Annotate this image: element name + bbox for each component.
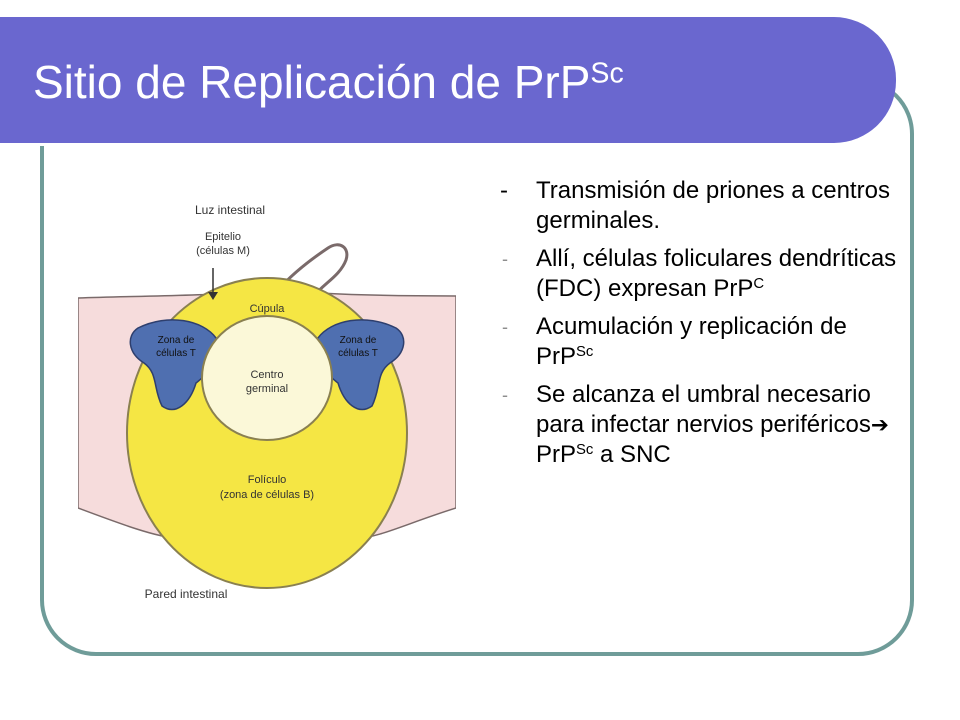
label-follicle-1: Folículo bbox=[248, 474, 287, 486]
epithelium-fold bbox=[276, 243, 349, 297]
bullet-text: Transmisión de priones a centros germina… bbox=[536, 177, 890, 234]
t-zone-left-shape bbox=[129, 319, 219, 411]
title-underline bbox=[0, 143, 850, 146]
label-germinal-2: germinal bbox=[246, 383, 288, 395]
bullet-superscript: C bbox=[753, 275, 765, 292]
label-wall: Pared intestinal bbox=[145, 587, 228, 601]
slide-title-text: Sitio de Replicación de PrP bbox=[33, 56, 591, 108]
label-follicle-2: (zona de células B) bbox=[220, 489, 314, 501]
bullet-tail-text-2: a SNC bbox=[593, 441, 671, 468]
title-bar: Sitio de Replicación de PrPSc bbox=[0, 17, 896, 146]
bullet-text: Allí, células foliculares dendríticas (F… bbox=[536, 245, 897, 302]
bullet-item: - Acumulación y replicación de PrPSc bbox=[500, 312, 900, 372]
bullet-marker: - bbox=[502, 317, 508, 337]
label-germinal-1: Centro bbox=[250, 369, 283, 381]
bullet-superscript: Sc bbox=[576, 343, 594, 360]
label-epithelium-1: Epitelio bbox=[205, 231, 241, 243]
bullet-marker: - bbox=[502, 249, 508, 269]
label-lumen: Luz intestinal bbox=[195, 203, 265, 217]
label-t-zone-left-1: Zona de bbox=[158, 335, 195, 346]
t-zone-right-shape bbox=[315, 319, 405, 411]
label-t-zone-right-1: Zona de bbox=[340, 335, 377, 346]
bullet-superscript: Sc bbox=[576, 441, 594, 458]
label-epithelium-2: (células M) bbox=[196, 245, 250, 257]
bullet-item: - Allí, células foliculares dendríticas … bbox=[500, 244, 900, 304]
arrow-right-icon: ➔ bbox=[870, 412, 889, 437]
bullet-tail-text: PrP bbox=[536, 441, 577, 468]
germinal-center-shape bbox=[201, 315, 333, 441]
bullet-item: - Transmisión de priones a centros germi… bbox=[500, 176, 900, 236]
bullet-marker: - bbox=[500, 177, 508, 204]
peyer-patch-diagram: Luz intestinal Epitelio (células M) Cúpu… bbox=[78, 178, 456, 630]
label-t-zone-left-2: células T bbox=[156, 348, 196, 359]
bullet-text: Acumulación y replicación de PrP bbox=[536, 313, 847, 370]
epithelium-pointer-head bbox=[208, 292, 218, 300]
slide-title-superscript: Sc bbox=[590, 57, 624, 90]
label-dome: Cúpula bbox=[250, 303, 286, 315]
diagram-svg: Luz intestinal Epitelio (células M) Cúpu… bbox=[78, 178, 456, 630]
slide-title: Sitio de Replicación de PrPSc bbox=[33, 55, 624, 109]
bullet-marker: - bbox=[502, 385, 508, 405]
bullet-list: - Transmisión de priones a centros germi… bbox=[500, 176, 900, 478]
bullet-text: Se alcanza el umbral necesario para infe… bbox=[536, 381, 871, 438]
bullet-item: - Se alcanza el umbral necesario para in… bbox=[500, 380, 900, 470]
label-t-zone-right-2: células T bbox=[338, 348, 378, 359]
